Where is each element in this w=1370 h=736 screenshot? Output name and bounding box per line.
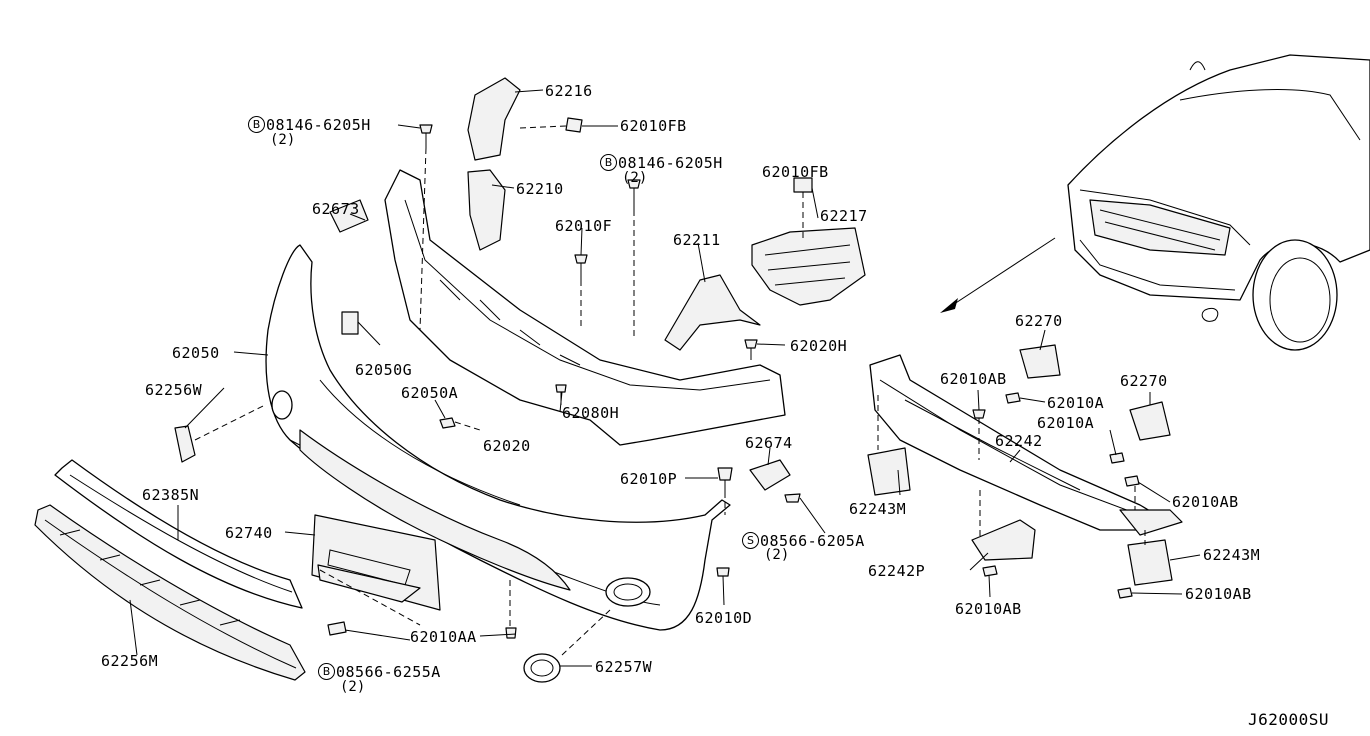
label-62211: 62211 xyxy=(673,231,721,249)
label-62010AB-upper: 62010AB xyxy=(940,370,1007,388)
direction-arrow xyxy=(944,237,1056,311)
alignment-lines xyxy=(194,125,1146,656)
bolt-symbol-b: B xyxy=(248,116,265,133)
label-62674: 62674 xyxy=(745,434,793,452)
label-62010A-lower: 62010A xyxy=(1037,414,1095,432)
grille-62256M xyxy=(34,504,306,681)
label-62050G: 62050G xyxy=(355,361,413,379)
vehicle-illustration xyxy=(1067,54,1370,351)
label-08566-6255A: 08566-6255A xyxy=(336,663,441,681)
label-62050: 62050 xyxy=(172,344,220,362)
bracket-62243M-left xyxy=(867,447,911,496)
diagram-code: J62000SU xyxy=(1248,710,1330,729)
label-62010AB-right: 62010AB xyxy=(1172,493,1239,511)
label-62010F: 62010F xyxy=(555,217,613,235)
label-62210: 62210 xyxy=(516,180,564,198)
bracket-62216 xyxy=(467,77,521,161)
bracket-62270-upper xyxy=(1019,344,1061,379)
label-62010A-upper: 62010A xyxy=(1047,394,1105,412)
bolt-symbol-b: B xyxy=(600,154,617,171)
label-62217: 62217 xyxy=(820,207,868,225)
label-08146-6205H-right: 08146-6205H xyxy=(618,154,723,172)
bracket-62673 xyxy=(329,199,369,233)
bumper-retainer xyxy=(384,169,786,446)
label-08566-6205A: 08566-6205A xyxy=(760,532,865,550)
label-08566-6255A-qty: (2) xyxy=(340,679,366,695)
label-62080H: 62080H xyxy=(562,404,620,422)
bracket-62211 xyxy=(664,274,761,351)
label-62050A: 62050A xyxy=(401,384,459,402)
bumper-reinforcement xyxy=(869,354,1183,536)
label-08146-6205H-left: 08146-6205H xyxy=(266,116,371,134)
label-62673: 62673 xyxy=(312,200,360,218)
label-62270-upper: 62270 xyxy=(1015,312,1063,330)
reflector-62256W xyxy=(174,425,196,463)
bracket-62243M-right xyxy=(1127,539,1173,586)
clip-62050G xyxy=(341,311,359,335)
label-62010AB-lower-right: 62010AB xyxy=(1185,585,1252,603)
label-62242: 62242 xyxy=(995,432,1043,450)
label-08146-qty-right: (2) xyxy=(622,170,648,186)
label-62010P: 62010P xyxy=(620,470,678,488)
label-62256M: 62256M xyxy=(101,652,159,670)
bolt-symbol-b: B xyxy=(318,663,335,680)
label-08146-qty-left: (2) xyxy=(270,132,296,148)
arrow-head-icon xyxy=(940,298,958,313)
screw-symbol-s: S xyxy=(742,532,759,549)
bracket-62674 xyxy=(749,459,791,491)
fasteners xyxy=(327,117,1140,639)
label-62020: 62020 xyxy=(483,437,531,455)
label-62010D: 62010D xyxy=(695,609,753,627)
leader-lines xyxy=(129,89,1201,667)
label-62020H: 62020H xyxy=(790,337,848,355)
fog-bezel xyxy=(523,653,561,683)
bracket-62270-lower xyxy=(1129,401,1171,441)
label-62010FB-right: 62010FB xyxy=(762,163,829,181)
bracket-62242P xyxy=(971,519,1036,561)
label-62385N: 62385N xyxy=(142,486,200,504)
label-62256W: 62256W xyxy=(145,381,203,399)
bumper-fascia xyxy=(265,244,731,631)
label-62010FB-upper: 62010FB xyxy=(620,117,687,135)
label-62242P: 62242P xyxy=(868,562,926,580)
label-62010AB-lower-left: 62010AB xyxy=(955,600,1022,618)
label-62010AA: 62010AA xyxy=(410,628,477,646)
label-62257W: 62257W xyxy=(595,658,653,676)
bracket-62210 xyxy=(467,169,506,251)
label-08566-6205A-qty: (2) xyxy=(764,547,790,563)
label-62740: 62740 xyxy=(225,524,273,542)
label-62270-lower: 62270 xyxy=(1120,372,1168,390)
label-62243M-right: 62243M xyxy=(1203,546,1261,564)
label-62243M-left: 62243M xyxy=(849,500,907,518)
label-62216: 62216 xyxy=(545,82,593,100)
